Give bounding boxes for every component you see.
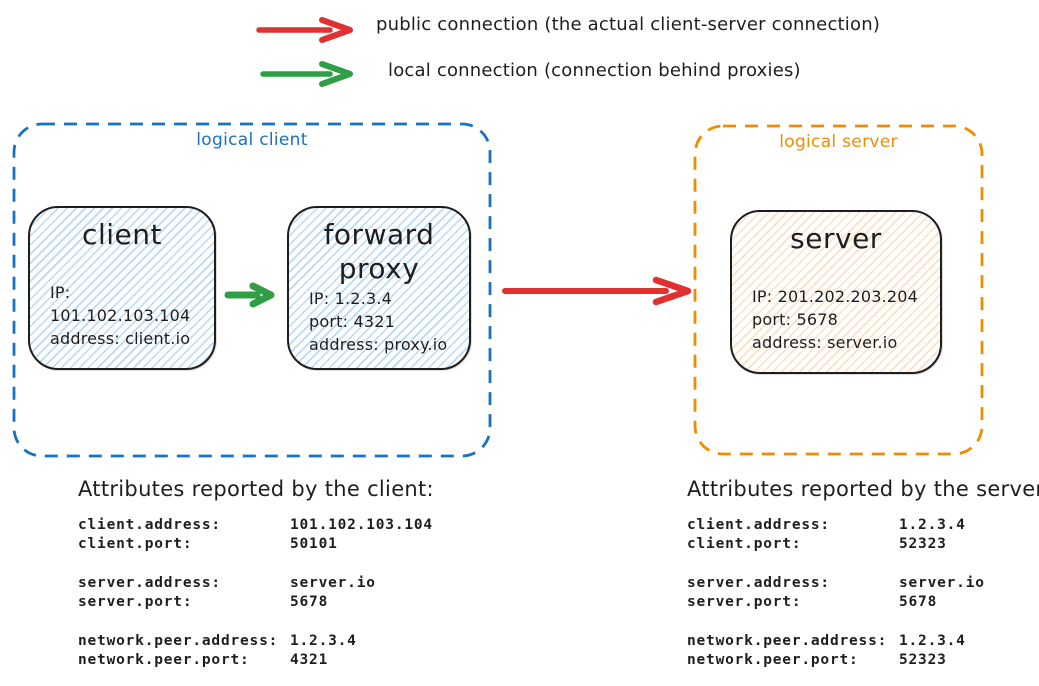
server-node: server IP: 201.202.203.204 port: 5678 ad…: [730, 210, 942, 374]
attr-value: 1.2.3.4: [899, 517, 966, 533]
attr-value: 5678: [899, 593, 938, 610]
attr-value: 101.102.103.104: [290, 517, 433, 533]
client-attr-group-server: server.address: server.io server.port: 5…: [78, 574, 434, 611]
server-attributes-block: Attributes reported by the server: clien…: [687, 477, 1039, 686]
forward-proxy-node-title: forward proxy: [323, 218, 435, 285]
attr-row: network.peer.port: 4321: [78, 651, 434, 670]
server-node-title: server: [790, 222, 882, 255]
forward-proxy-node-address: address: proxy.io: [309, 335, 448, 354]
attr-key: client.address:: [687, 517, 830, 533]
server-node-info: IP: 201.202.203.204 port: 5678 address: …: [732, 285, 940, 354]
server-node-port: port: 5678: [752, 310, 838, 329]
forward-proxy-node-ip: IP: 1.2.3.4: [309, 289, 393, 308]
attr-key: client.port:: [687, 535, 802, 552]
attr-value: 1.2.3.4: [899, 633, 966, 649]
server-node-ip: IP: 201.202.203.204: [752, 287, 919, 306]
client-attributes-block: Attributes reported by the client: clien…: [78, 477, 434, 686]
attr-key: server.address:: [78, 575, 221, 591]
public-connection-legend-label: public connection (the actual client-ser…: [376, 14, 881, 35]
attr-value: 52323: [899, 535, 947, 552]
attr-value: 52323: [899, 651, 947, 668]
client-node-address: address: client.io: [50, 329, 191, 348]
attr-row: server.port: 5678: [78, 593, 434, 612]
attr-value: 4321: [290, 651, 329, 668]
public-connection-arrow-icon: [256, 17, 353, 43]
attr-row: network.peer.port: 52323: [687, 651, 1039, 670]
attr-row: server.address: server.io: [687, 574, 1039, 593]
attr-key: client.port:: [78, 535, 193, 552]
server-node-address: address: server.io: [752, 333, 898, 352]
server-attr-group-network-peer: network.peer.address: 1.2.3.4 network.pe…: [687, 632, 1039, 669]
logical-server-label: logical server: [779, 132, 898, 152]
forward-proxy-node: forward proxy IP: 1.2.3.4 port: 4321 add…: [287, 206, 471, 370]
forward-proxy-node-info: IP: 1.2.3.4 port: 4321 address: proxy.io: [289, 287, 469, 356]
attr-key: server.port:: [78, 593, 193, 610]
attr-row: client.port: 52323: [687, 535, 1039, 554]
server-attributes-heading: Attributes reported by the server:: [687, 477, 1039, 501]
attr-key: client.address:: [78, 517, 221, 533]
client-node-info: IP: 101.102.103.104 address: client.io: [30, 281, 214, 350]
forward-proxy-node-port: port: 4321: [309, 312, 395, 331]
logical-server-border: [693, 124, 984, 456]
server-attr-group-client: client.address: 1.2.3.4 client.port: 523…: [687, 516, 1039, 553]
attr-key: server.address:: [687, 575, 830, 591]
attr-value: server.io: [290, 575, 376, 591]
attr-value: server.io: [899, 575, 985, 591]
attr-key: network.peer.address:: [78, 633, 279, 649]
local-connection-legend-label: local connection (connection behind prox…: [388, 60, 801, 81]
client-attr-group-network-peer: network.peer.address: 1.2.3.4 network.pe…: [78, 632, 434, 669]
server-attr-group-server: server.address: server.io server.port: 5…: [687, 574, 1039, 611]
attr-value: 1.2.3.4: [290, 633, 357, 649]
attr-row: network.peer.address: 1.2.3.4: [687, 632, 1039, 651]
client-node-ip: IP: 101.102.103.104: [50, 283, 191, 325]
attr-key: network.peer.port:: [78, 651, 250, 668]
client-attr-group-client: client.address: 101.102.103.104 client.p…: [78, 516, 434, 553]
attr-row: client.address: 101.102.103.104: [78, 516, 434, 535]
attr-key: network.peer.port:: [687, 651, 859, 668]
attr-value: 5678: [290, 593, 329, 610]
local-connection-arrow-icon: [260, 61, 353, 87]
logical-client-label: logical client: [196, 130, 308, 150]
local-connection-arrow: [224, 282, 275, 308]
attr-key: network.peer.address:: [687, 633, 888, 649]
client-node-title: client: [82, 218, 162, 251]
attr-row: server.address: server.io: [78, 574, 434, 593]
public-connection-arrow: [502, 276, 692, 306]
attr-row: server.port: 5678: [687, 593, 1039, 612]
attr-row: client.port: 50101: [78, 535, 434, 554]
attr-row: client.address: 1.2.3.4: [687, 516, 1039, 535]
client-node: client IP: 101.102.103.104 address: clie…: [28, 206, 216, 370]
attr-row: network.peer.address: 1.2.3.4: [78, 632, 434, 651]
attr-value: 50101: [290, 535, 338, 552]
logical-client-border: [12, 122, 492, 458]
client-attributes-heading: Attributes reported by the client:: [78, 477, 434, 501]
attr-key: server.port:: [687, 593, 802, 610]
